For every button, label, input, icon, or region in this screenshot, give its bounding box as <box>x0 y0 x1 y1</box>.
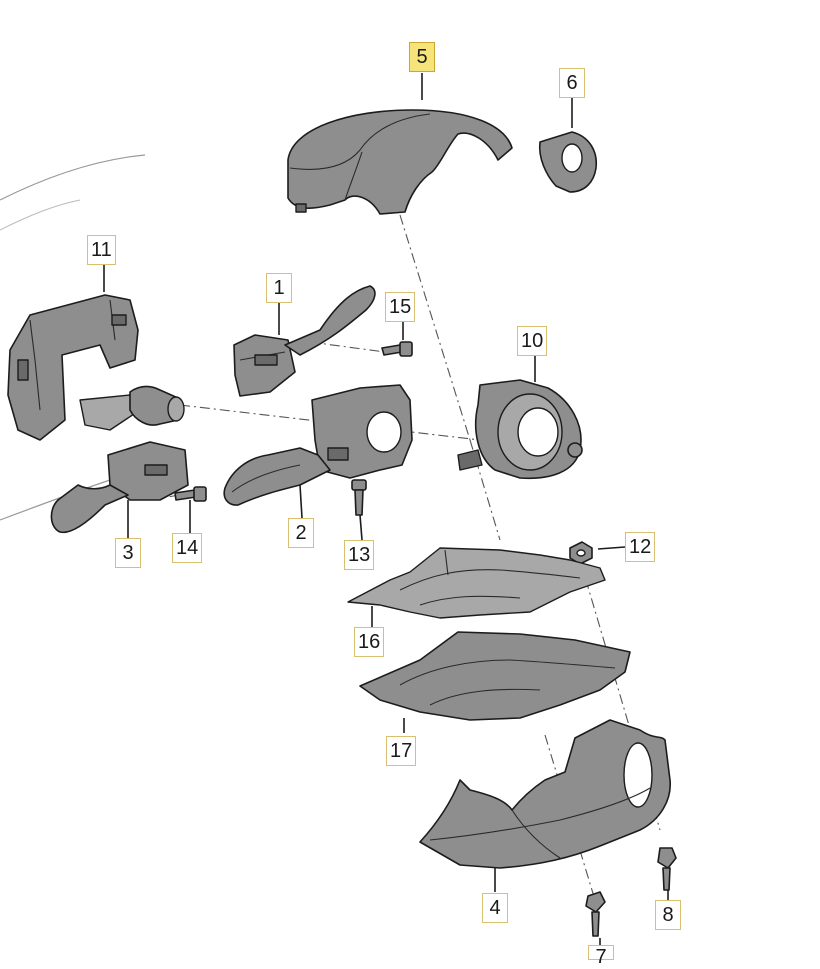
callout-6[interactable]: 6 <box>559 68 585 98</box>
part-11-control-module[interactable] <box>7 294 139 441</box>
part-8-bolt[interactable] <box>657 847 677 891</box>
callout-14[interactable]: 14 <box>172 533 203 563</box>
dashboard-outline <box>0 154 146 521</box>
part-3-turn-signal-switch[interactable] <box>50 441 189 534</box>
callout-17[interactable]: 17 <box>386 736 417 766</box>
switch-bracket <box>79 385 185 431</box>
callout-5[interactable]: 5 <box>409 42 435 72</box>
callout-15[interactable]: 15 <box>385 292 416 322</box>
callout-1[interactable]: 1 <box>266 273 292 303</box>
part-4-lower-column-trim[interactable] <box>419 719 671 869</box>
callout-8[interactable]: 8 <box>655 900 681 930</box>
callout-13[interactable]: 13 <box>344 540 375 570</box>
callout-2[interactable]: 2 <box>288 518 314 548</box>
part-5-upper-column-trim[interactable] <box>287 109 513 215</box>
part-1-wiper-switch[interactable] <box>233 285 376 397</box>
callout-4[interactable]: 4 <box>482 893 508 923</box>
part-7-bolt[interactable] <box>585 891 606 937</box>
callout-16[interactable]: 16 <box>354 627 385 657</box>
callout-10[interactable]: 10 <box>517 326 548 356</box>
callout-leader-lines <box>103 73 669 952</box>
part-10-clock-spring[interactable] <box>457 379 583 480</box>
part-13-screw[interactable] <box>351 479 367 516</box>
callout-11[interactable]: 11 <box>87 235 116 265</box>
part-2-combination-switch[interactable] <box>223 384 413 506</box>
callout-12[interactable]: 12 <box>625 532 656 562</box>
part-12-nut[interactable] <box>569 541 593 565</box>
part-6-ignition-ring[interactable] <box>538 131 597 193</box>
part-17-lower-pad[interactable] <box>359 631 631 721</box>
part-15-screw[interactable] <box>381 341 413 357</box>
callout-3[interactable]: 3 <box>115 538 141 568</box>
part-16-insulation-pad[interactable] <box>347 547 606 619</box>
part-14-screw[interactable] <box>174 486 207 502</box>
callout-7[interactable]: 7 <box>588 945 614 968</box>
